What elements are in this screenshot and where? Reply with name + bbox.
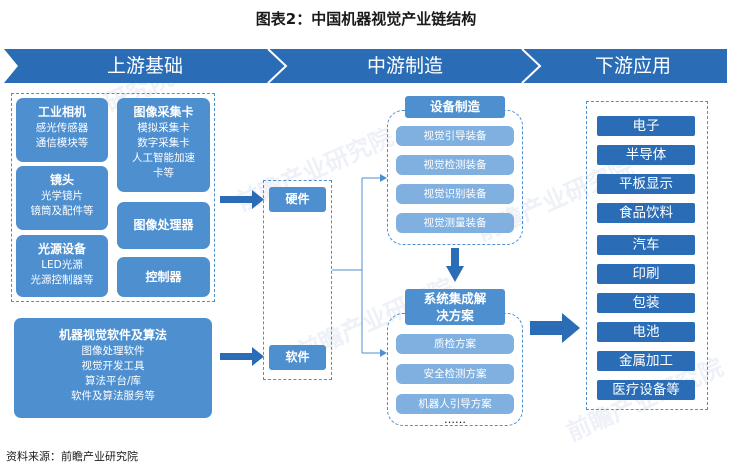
equipment-item: 视觉测量装备 (396, 213, 514, 233)
industry-item: 电子 (597, 116, 695, 136)
box-line: 视觉开发工具 (81, 360, 145, 372)
equipment-item: 视觉引导装备 (396, 126, 514, 146)
image-processor-box: 图像处理器 (117, 202, 210, 249)
vision-software-box: 机器视觉软件及算法 图像处理软件 视觉开发工具 算法平台/库 软件及算法服务等 (14, 318, 212, 418)
box-line: 人工智能加速 (132, 152, 195, 164)
arrow-downstream (530, 313, 580, 343)
industry-item: 汽车 (597, 235, 695, 255)
hardware-label: 硬件 (269, 187, 326, 212)
box-line: 图像处理软件 (81, 345, 145, 357)
industry-item: 平板显示 (597, 174, 695, 194)
box-line: LED光源 (41, 259, 83, 271)
integration-item: 质检方案 (396, 334, 514, 354)
integration-title-line: 决方案 (436, 308, 474, 323)
stage-header-upstream (4, 49, 286, 83)
ellipsis: …… (444, 413, 466, 426)
equipment-title: 设备制造 (405, 96, 505, 118)
box-line: 卡等 (153, 167, 174, 179)
industry-item: 医疗设备等 (597, 380, 695, 400)
box-line: 感光传感器 (35, 122, 89, 134)
integration-item: 机器人引导方案 (396, 394, 514, 414)
industry-item: 食品饮料 (597, 203, 695, 223)
box-title: 工业相机 (37, 105, 86, 119)
equipment-item: 视觉检测装备 (396, 155, 514, 175)
stage-label-upstream: 上游基础 (106, 55, 183, 77)
industrial-camera-box: 工业相机 感光传感器 通信模块等 (16, 98, 108, 162)
box-line: 光源控制器等 (30, 274, 94, 286)
arrow-hardware (220, 190, 264, 209)
equipment-item: 视觉识别装备 (396, 184, 514, 204)
downstream-group (586, 101, 708, 410)
arrow-software (220, 347, 264, 366)
controller-box: 控制器 (117, 257, 210, 297)
industry-item: 半导体 (597, 145, 695, 165)
arrow-down (446, 248, 464, 282)
box-line: 光学镜片 (41, 190, 83, 202)
lens-box: 镜头 光学镜片 镜筒及配件等 (16, 166, 108, 230)
stage-header-midstream (268, 49, 540, 83)
stage-label-downstream: 下游应用 (594, 55, 671, 77)
industry-item: 包装 (597, 293, 695, 313)
capture-card-box: 图像采集卡 模拟采集卡 数字采集卡 人工智能加速 卡等 (117, 98, 210, 192)
box-title: 镜头 (49, 173, 74, 187)
stage-header-downstream (522, 49, 727, 83)
middle-group (263, 180, 332, 380)
box-line: 算法平台/库 (84, 375, 142, 387)
box-line: 软件及算法服务等 (71, 390, 155, 402)
industry-item: 金属加工 (597, 351, 695, 371)
box-line: 数字采集卡 (137, 137, 190, 149)
software-label: 软件 (269, 345, 326, 370)
industry-item: 电池 (597, 322, 695, 342)
integration-item: 安全检测方案 (396, 364, 514, 384)
box-title: 图像采集卡 (133, 105, 194, 119)
box-line: 镜筒及配件等 (30, 205, 94, 217)
chart-title: 图表2：中国机器视觉产业链结构 (255, 10, 477, 28)
upstream-hardware-group (11, 93, 215, 302)
integration-title-line: 系统集成解 (423, 291, 487, 306)
integration-title: 系统集成解 决方案 (405, 289, 505, 325)
stage-label-midstream: 中游制造 (366, 55, 443, 77)
light-source-box: 光源设备 LED光源 光源控制器等 (16, 235, 108, 297)
box-line: 模拟采集卡 (137, 122, 190, 134)
source-note: 资料来源：前瞻产业研究院 (6, 450, 138, 463)
box-title: 机器视觉软件及算法 (58, 328, 167, 342)
connector-lines (332, 177, 384, 354)
industry-item: 印刷 (597, 264, 695, 284)
box-title: 光源设备 (37, 242, 86, 256)
box-line: 通信模块等 (35, 137, 89, 149)
